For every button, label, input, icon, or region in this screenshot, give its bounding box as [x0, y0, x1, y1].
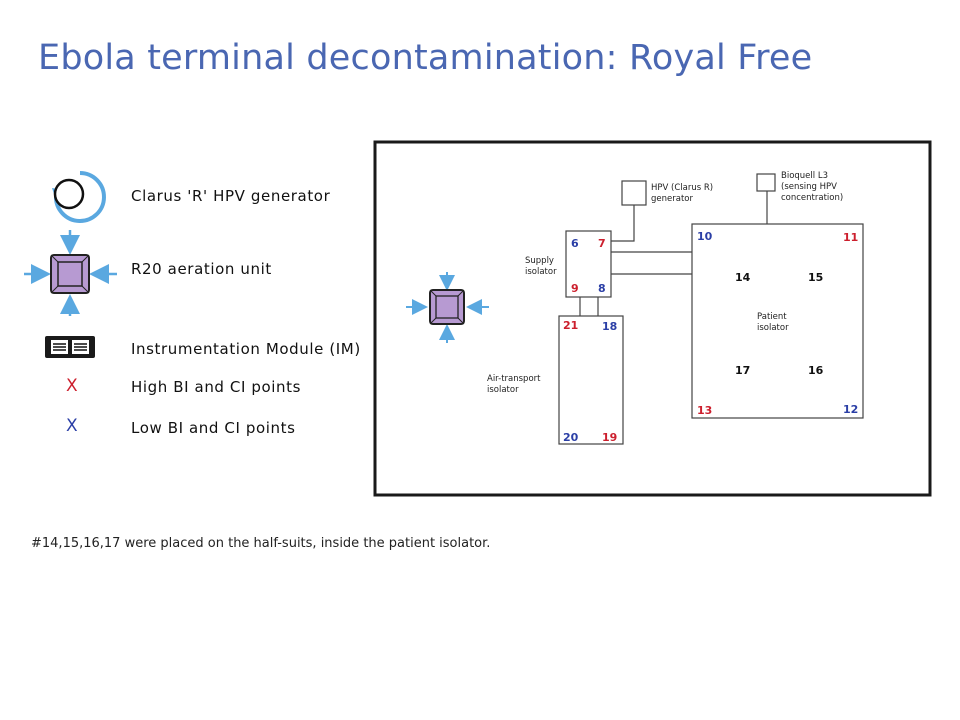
- bioquell-label-line1: Bioquell L3: [781, 171, 828, 181]
- hpv-generator-connector: [611, 205, 635, 242]
- point-7: 7: [598, 237, 606, 250]
- point-18: 18: [602, 320, 617, 333]
- legend-high-points-label: High BI and CI points: [131, 378, 302, 396]
- hpv-generator-label-line1: HPV (Clarus R): [651, 183, 713, 193]
- patient-isolator-label-line2: isolator: [757, 323, 789, 333]
- point-20: 20: [563, 431, 579, 444]
- page-title: Ebola terminal decontamination: Royal Fr…: [38, 38, 813, 78]
- point-16: 16: [808, 364, 824, 377]
- point-17: 17: [735, 364, 750, 377]
- aeration-unit-icon: [24, 230, 117, 316]
- air-transport-isolator: [558, 315, 624, 445]
- supply-isolator: [565, 230, 612, 298]
- legend-aeration-unit-label: R20 aeration unit: [131, 260, 272, 278]
- air-transport-label-line2: isolator: [487, 385, 519, 395]
- point-10: 10: [697, 230, 713, 243]
- hpv-generator-label-line2: generator: [651, 194, 693, 204]
- point-21: 21: [563, 319, 578, 332]
- supply-isolator-label-line2: isolator: [525, 267, 557, 277]
- hpv-generator-icon: [52, 171, 106, 223]
- legend-hpv-generator-label: Clarus 'R' HPV generator: [131, 187, 331, 205]
- footnote: #14,15,16,17 were placed on the half-sui…: [31, 536, 491, 551]
- point-8: 8: [598, 282, 606, 295]
- patient-isolator: [691, 223, 864, 419]
- hpv-generator-box: [621, 180, 647, 206]
- low-point-mark: X: [66, 416, 78, 436]
- point-15: 15: [808, 271, 823, 284]
- point-11: 11: [843, 231, 858, 244]
- bioquell-label-line3: concentration): [781, 193, 843, 203]
- point-19: 19: [602, 431, 617, 444]
- bioquell-sensor-box: [756, 173, 776, 192]
- room-aeration-unit-icon: [406, 272, 489, 343]
- bioquell-label-line2: (sensing HPV: [781, 182, 837, 192]
- point-12: 12: [843, 403, 858, 416]
- point-13: 13: [697, 404, 712, 417]
- supply-isolator-label-line1: Supply: [525, 256, 554, 266]
- point-14: 14: [735, 271, 751, 284]
- point-9: 9: [571, 282, 579, 295]
- point-6: 6: [571, 237, 579, 250]
- legend-low-points-label: Low BI and CI points: [131, 419, 296, 437]
- air-transport-label-line1: Air-transport: [487, 374, 541, 384]
- instrumentation-module-icon: [45, 336, 95, 358]
- legend-instrumentation-module-label: Instrumentation Module (IM): [131, 340, 361, 358]
- patient-isolator-label-line1: Patient: [757, 312, 787, 322]
- high-point-mark: X: [66, 376, 78, 396]
